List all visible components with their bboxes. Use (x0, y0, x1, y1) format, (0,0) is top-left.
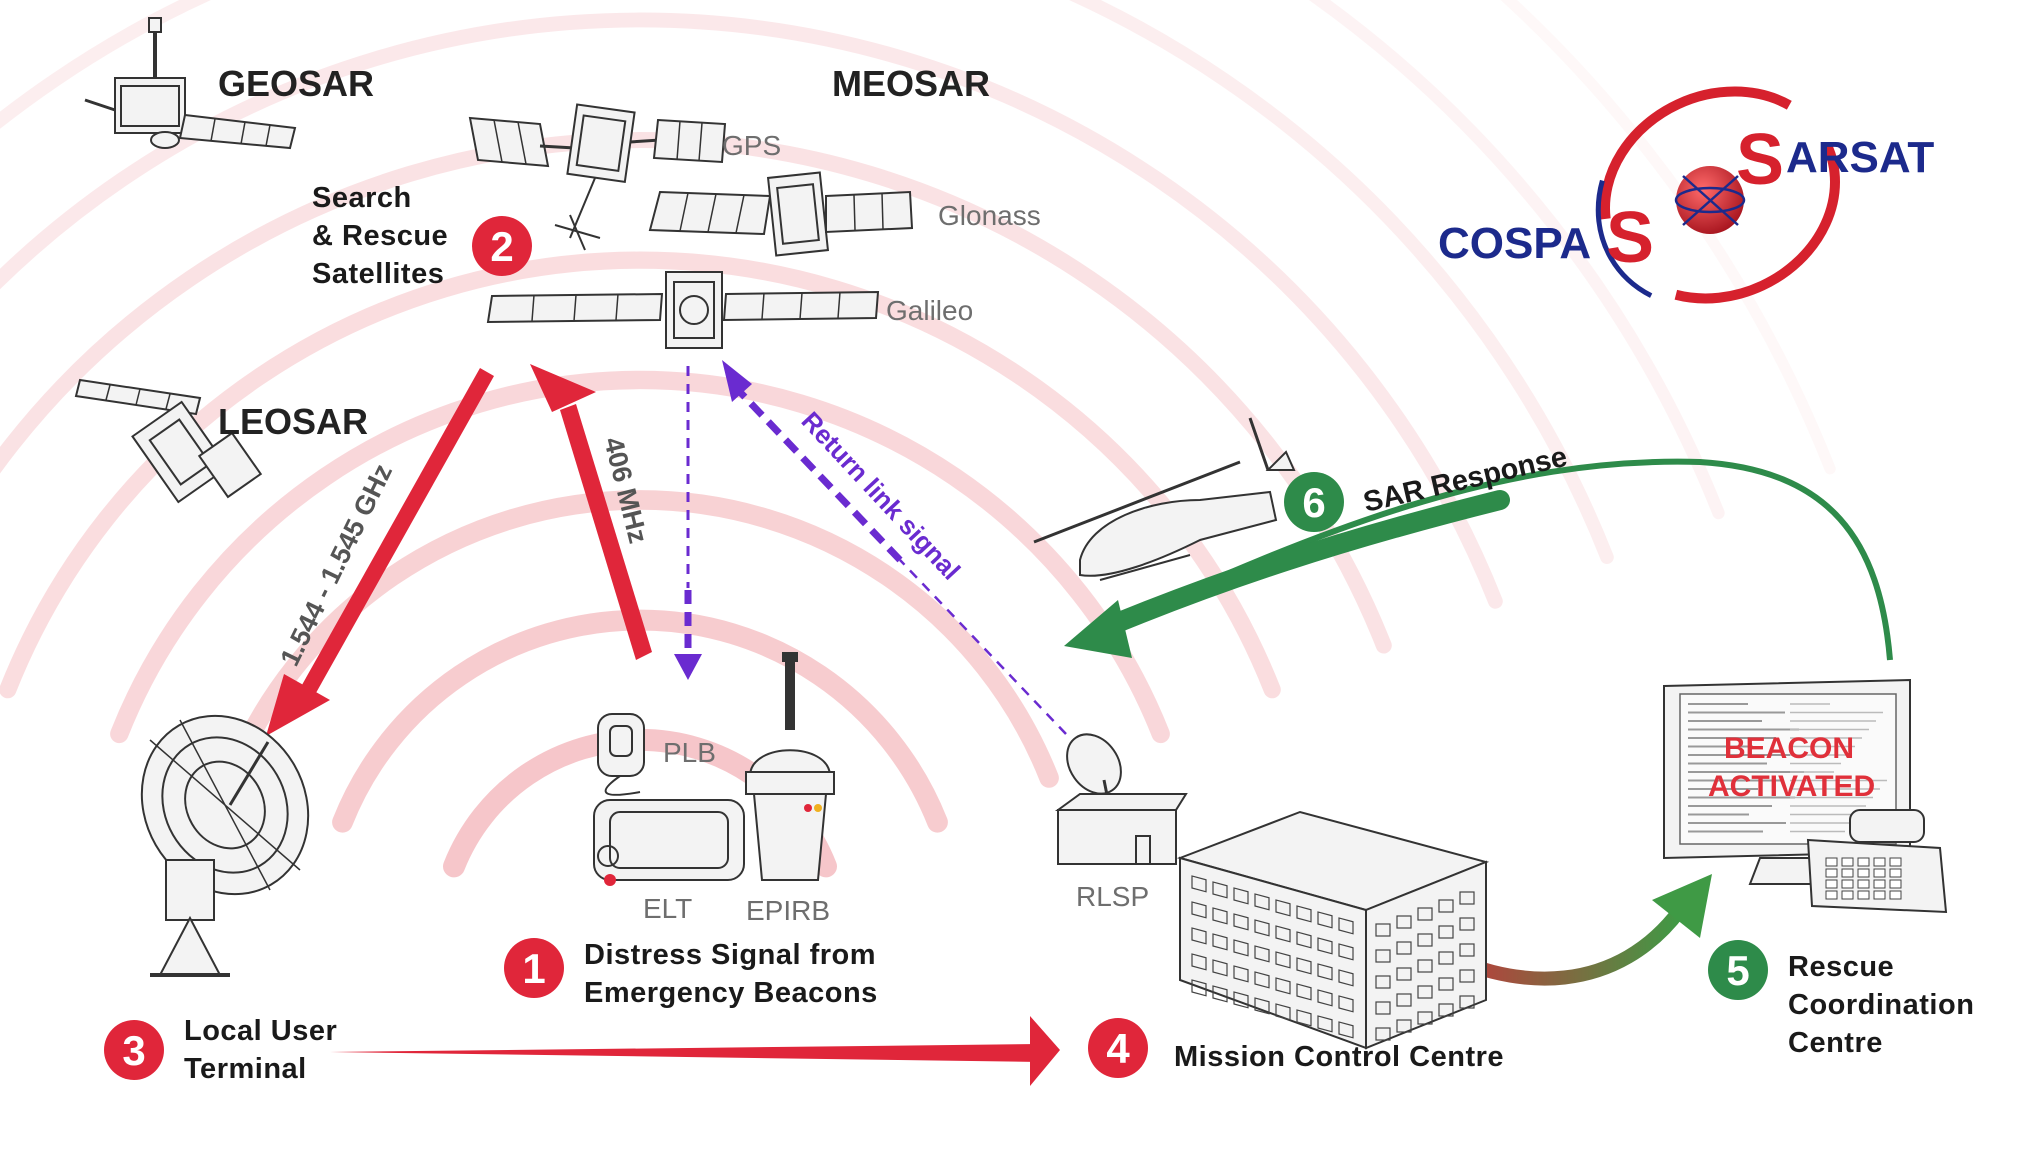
step-4-number: 4 (1106, 1025, 1130, 1072)
wave-arc (1308, 0, 1725, 520)
rescue-coordination-monitor-icon: BEACON ACTIVATED (1663, 678, 1911, 885)
telephone-icon (1806, 809, 1948, 914)
step-2-label-line1: Search (312, 182, 412, 214)
step-1-label-line1: Distress Signal from (584, 939, 876, 971)
step-3-label-line2: Terminal (184, 1053, 307, 1085)
step-5-badge (1708, 940, 1768, 1000)
rlsp-label: RLSP (1076, 881, 1149, 912)
logo-cospas-s: S (1606, 198, 1654, 278)
leosar-satellite-icon (74, 378, 263, 504)
sar-response-arrow (1064, 458, 1893, 661)
monitor-text-lines (1688, 703, 1887, 833)
step-4-badge (1088, 1018, 1148, 1078)
step-6-badge (1284, 472, 1344, 532)
step-1-badge (504, 938, 564, 998)
wave-arc (221, 490, 1059, 788)
lut-to-mcc-arrow (330, 1016, 1060, 1086)
step-2-label-line3: Satellites (312, 258, 444, 290)
wave-arc (110, 370, 1170, 744)
step-2-badge (472, 216, 532, 276)
galileo-satellite-icon (486, 271, 880, 349)
logo-sarsat-word: ARSAT (1786, 133, 1934, 182)
step-2-number: 2 (490, 223, 513, 270)
return-link-downlink-arrow (674, 366, 702, 680)
gps-satellite-icon (468, 103, 727, 251)
glonass-satellite-icon (648, 171, 914, 257)
step-2-label-line2: & Rescue (312, 220, 448, 252)
step-5-label-line1: Rescue (1788, 951, 1894, 983)
wave-arc (1500, 0, 1836, 475)
beacon-status-line2: ACTIVATED (1708, 770, 1875, 803)
epirb-label: EPIRB (746, 895, 830, 926)
step-5-number: 5 (1726, 947, 1749, 994)
step-4-label: Mission Control Centre (1174, 1041, 1504, 1073)
step-5-label-line2: Coordination (1788, 989, 1974, 1021)
wave-arc (0, 251, 1281, 699)
helicopter-icon (1033, 417, 1296, 581)
downlink-arrow (266, 368, 494, 736)
rlsp-station-icon (1054, 733, 1188, 865)
glonass-label: Glonass (938, 200, 1041, 231)
step-5-label-line3: Centre (1788, 1027, 1883, 1059)
logo-cospas-word: COSPA (1438, 219, 1591, 268)
meosar-label: MEOSAR (832, 63, 990, 104)
wave-arc (0, 0, 1614, 564)
plb-beacon-icon (597, 713, 645, 796)
step-3-label-line1: Local User (184, 1015, 337, 1047)
mission-control-building-icon (1176, 810, 1490, 1050)
wave-arc (0, 12, 1503, 609)
elt-beacon-icon (593, 799, 745, 886)
logo-sarsat-s: S (1736, 120, 1784, 200)
galileo-label: Galileo (886, 295, 973, 326)
gps-label: GPS (722, 130, 781, 161)
plb-label: PLB (663, 737, 716, 768)
geosar-satellite-icon (84, 17, 297, 150)
step-3-badge (104, 1020, 164, 1080)
step-3-number: 3 (122, 1027, 145, 1074)
step-6-number: 6 (1302, 479, 1325, 526)
cospas-sarsat-logo: COSPA S S ARSAT (1438, 79, 1934, 311)
geosar-label: GEOSAR (218, 63, 374, 104)
building-windows (1191, 875, 1475, 1041)
elt-label: ELT (643, 893, 692, 924)
beacon-status-line1: BEACON (1724, 732, 1854, 765)
epirb-beacon-icon (745, 652, 835, 881)
step-1-number: 1 (522, 945, 545, 992)
local-user-terminal-dish-icon (140, 714, 310, 977)
step-1-label-line2: Emergency Beacons (584, 977, 878, 1009)
leosar-label: LEOSAR (218, 401, 368, 442)
return-link-uplink-arrow (722, 360, 1067, 735)
uplink-arrow (530, 364, 652, 660)
